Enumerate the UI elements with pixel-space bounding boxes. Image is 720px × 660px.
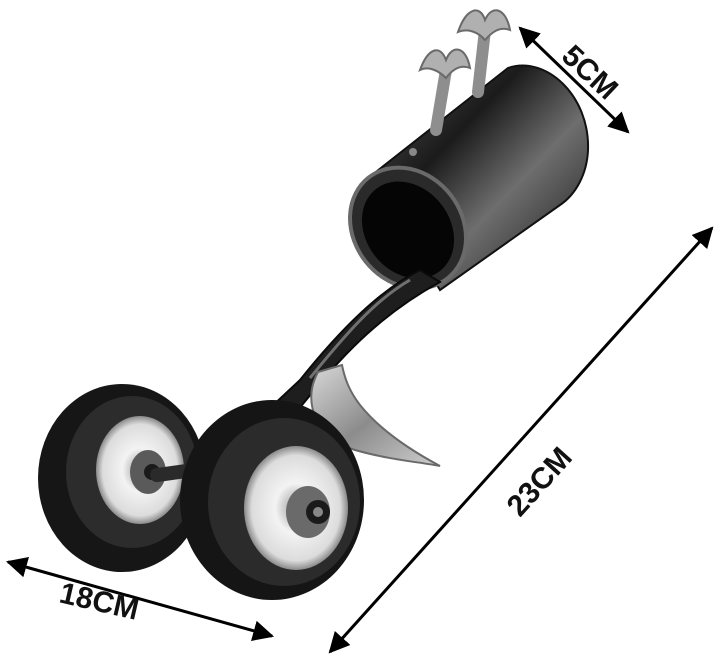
dimension-width-label: 18CM <box>56 577 141 627</box>
arrow-icon <box>5 556 275 642</box>
handle-socket <box>348 64 590 292</box>
wheel-front <box>180 400 364 600</box>
arrow-icon <box>518 26 630 134</box>
dimension-length-label: 23CM <box>501 441 579 523</box>
arrow-icon <box>328 226 714 654</box>
wing-nut-icon <box>418 48 472 136</box>
wing-nut-icon <box>456 9 512 98</box>
wheel-rear <box>38 384 206 572</box>
